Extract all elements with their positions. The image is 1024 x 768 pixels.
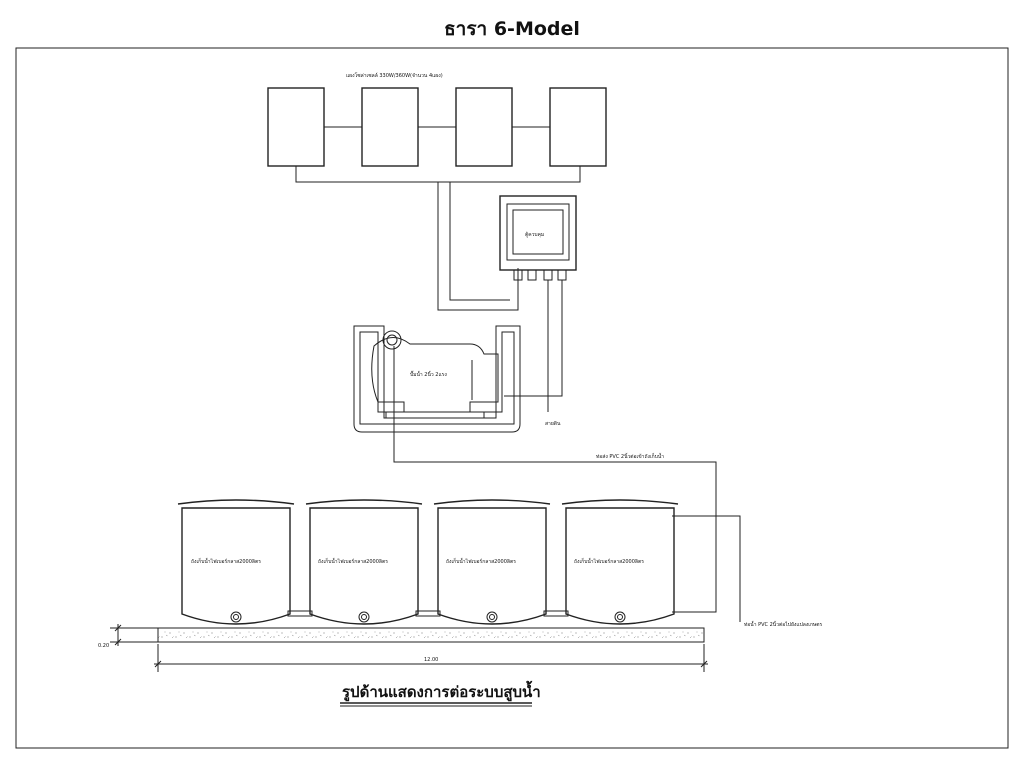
concrete-slab — [157, 627, 705, 643]
pvc-feed-pipe-label: ท่อส่ง PVC 2นิ้วต่อเข้าถังเก็บน้ำ — [596, 451, 664, 460]
water-tank-3: ถังเก็บน้ำไฟเบอร์กลาส2000ลิตร — [433, 499, 551, 625]
pvc-out-pipe: ท่อน้ำ PVC 2นิ้วต่อไปยังแปลงเกษตร — [672, 515, 823, 628]
water-tank-1: ถังเก็บน้ำไฟเบอร์กลาส2000ลิตร — [177, 499, 295, 625]
tank-2-label: ถังเก็บน้ำไฟเบอร์กลาส2000ลิตร — [318, 556, 388, 565]
tank-4-label: ถังเก็บน้ำไฟเบอร์กลาส2000ลิตร — [574, 556, 644, 565]
pvc-out-pipe-label: ท่อน้ำ PVC 2นิ้วต่อไปยังแปลงเกษตร — [744, 619, 823, 628]
dc-wiring — [295, 166, 581, 311]
solar-panel-array: แผงโซล่าเซลล์ 330W/360W(จำนวน 4แผง) — [267, 72, 607, 167]
control-box-label: ตู้ควบคุม — [525, 231, 544, 238]
solar-panel-3 — [455, 87, 513, 167]
diagram-caption: รูปด้านแสดงการต่อระบบสูบน้ำ — [340, 680, 541, 707]
water-pump: ปั๊มน้ำ 2นิ้ว 2แรง — [353, 325, 521, 433]
solar-panel-4 — [549, 87, 607, 167]
tank-row: ถังเก็บน้ำไฟเบอร์กลาส2000ลิตร ถังเก็บน้ำ… — [177, 499, 679, 625]
ground-wire-label: สายดิน — [545, 420, 561, 427]
tank-interconnect-pipes — [287, 610, 569, 617]
slab-height-label: 0.20 — [98, 643, 109, 649]
slab-height-dimension: 0.20 — [98, 624, 158, 649]
tank-3-label: ถังเก็บน้ำไฟเบอร์กลาส2000ลิตร — [446, 556, 516, 565]
pump-label: ปั๊มน้ำ 2นิ้ว 2แรง — [410, 369, 447, 378]
drawing-frame — [15, 47, 1009, 749]
water-tank-4: ถังเก็บน้ำไฟเบอร์กลาส2000ลิตร — [561, 499, 679, 625]
control-box: ตู้ควบคุม สายดิน — [499, 195, 577, 427]
solar-panel-label: แผงโซล่าเซลล์ 330W/360W(จำนวน 4แผง) — [346, 72, 443, 79]
solar-panel-2 — [361, 87, 419, 167]
caption-text: รูปด้านแสดงการต่อระบบสูบน้ำ — [342, 680, 541, 702]
total-length-label: 12.00 — [424, 657, 438, 663]
pvc-feed-pipe: ท่อส่ง PVC 2นิ้วต่อเข้าถังเก็บน้ำ — [393, 346, 717, 613]
solar-panel-1 — [267, 87, 325, 167]
tank-1-label: ถังเก็บน้ำไฟเบอร์กลาส2000ลิตร — [191, 556, 261, 565]
water-tank-2: ถังเก็บน้ำไฟเบอร์กลาส2000ลิตร — [305, 499, 423, 625]
total-length-dimension: 12.00 — [154, 644, 708, 672]
page-title: ธารา 6-Model — [444, 18, 580, 40]
